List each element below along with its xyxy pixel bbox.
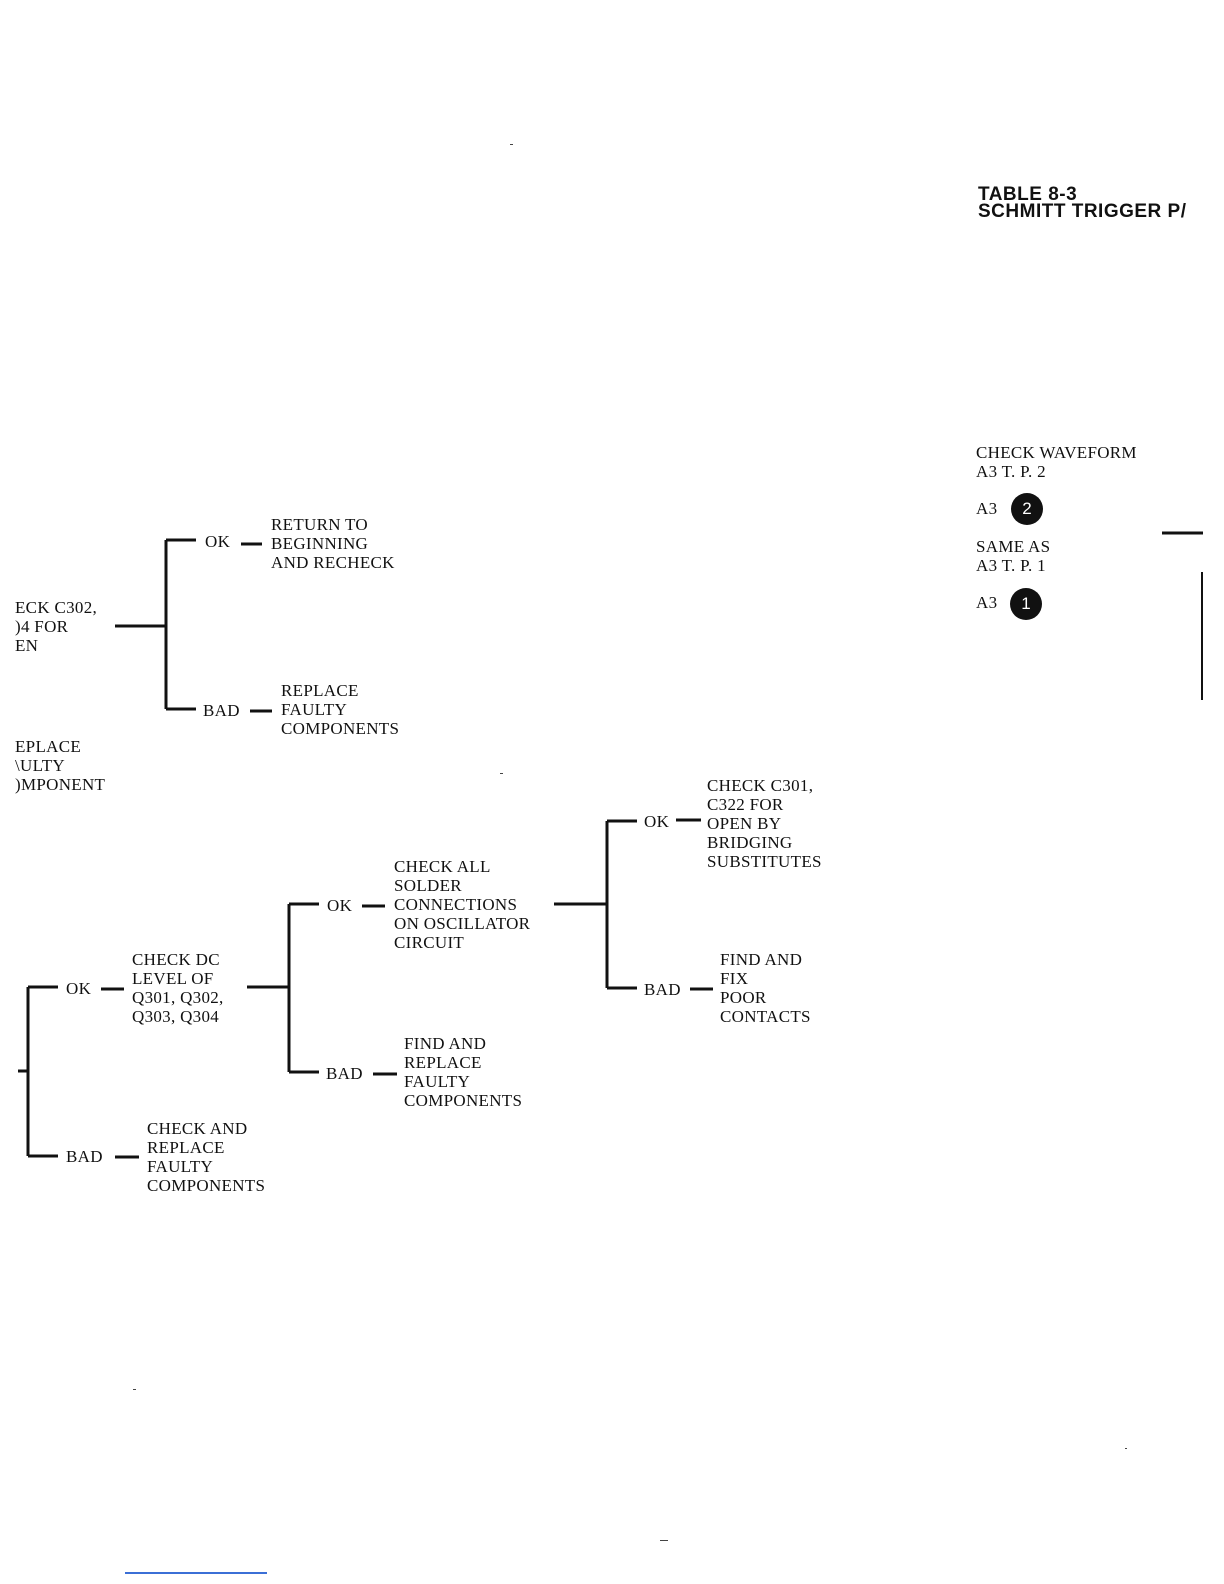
scan-speck (500, 773, 503, 774)
check-and-replace-text: CHECK AND REPLACE FAULTY COMPONENTS (147, 1119, 266, 1195)
replace-faulty-components-text: REPLACE FAULTY COMPONENTS (281, 681, 400, 738)
table-title-line2: SCHMITT TRIGGER P/ (978, 201, 1187, 222)
lower-left-ok-label: OK (66, 979, 92, 998)
a3-label-tp2: A3 (976, 499, 998, 518)
mid-bad-label: BAD (326, 1064, 363, 1083)
scan-speck (1125, 1448, 1127, 1449)
check-solder-text: CHECK ALL SOLDER CONNECTIONS ON OSCILLAT… (394, 857, 531, 952)
return-to-beginning-text: RETURN TO BEGINNING AND RECHECK (271, 515, 395, 572)
check-c302-text: ECK C302, )4 FOR EN (15, 598, 98, 655)
find-and-fix-text: FIND AND FIX POOR CONTACTS (720, 950, 811, 1026)
replace-faulty-component-text: EPLACE \ULTY )MPONENT (15, 737, 106, 794)
find-and-replace-text: FIND AND REPLACE FAULTY COMPONENTS (404, 1034, 523, 1110)
check-dc-level-text: CHECK DC LEVEL OF Q301, Q302, Q303, Q304 (132, 950, 224, 1026)
test-point-1-badge: 1 (1010, 588, 1042, 620)
upper-bad-label: BAD (203, 701, 240, 720)
scan-speck (133, 1389, 136, 1390)
upper-ok-label: OK (205, 532, 231, 551)
scan-speck (660, 1540, 668, 1541)
check-c301-text: CHECK C301, C322 FOR OPEN BY BRIDGING SU… (707, 776, 822, 871)
same-as-text: SAME AS A3 T. P. 1 (976, 537, 1051, 575)
table-title-line1: TABLE 8-3 (978, 184, 1078, 205)
lower-left-bad-label: BAD (66, 1147, 103, 1166)
footer-blue-rule (125, 1572, 267, 1574)
right-ok-label: OK (644, 812, 670, 831)
check-waveform-text: CHECK WAVEFORM A3 T. P. 2 (976, 443, 1137, 481)
scan-speck (510, 144, 513, 145)
mid-ok-label: OK (327, 896, 353, 915)
test-point-2-badge: 2 (1011, 493, 1043, 525)
right-bad-label: BAD (644, 980, 681, 999)
a3-label-tp1: A3 (976, 593, 998, 612)
